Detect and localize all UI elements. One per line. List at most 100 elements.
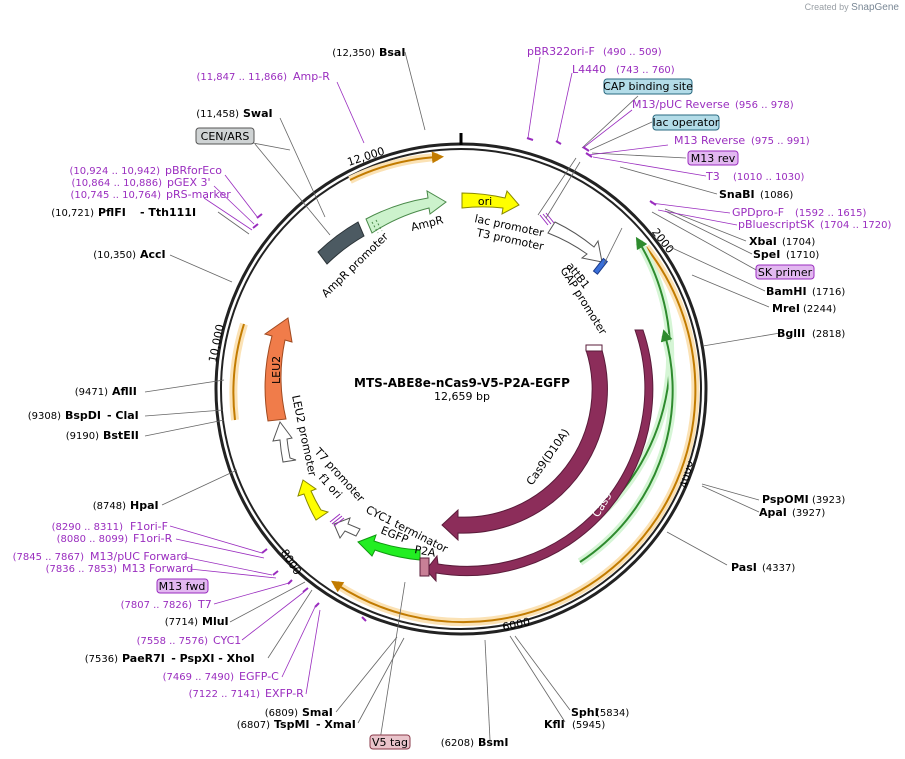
primer-left-3[interactable]: (10,745 .. 10,764)pRS-marker (71, 188, 232, 201)
primer-left-2[interactable]: (10,864 .. 10,886)pGEX 3' (72, 176, 211, 189)
enzyme-coord: (2818) (812, 329, 845, 340)
enzyme-acci[interactable]: (10,350)AccI (93, 248, 165, 261)
enzyme-name: SwaI (243, 107, 273, 120)
ampr-promoter-block (317, 221, 365, 265)
primer-left-6[interactable]: (7845 .. 7867)M13/pUC Forward (13, 550, 188, 563)
enzyme-name: ApaI (759, 506, 787, 519)
enzyme-coord: (9308) (28, 411, 61, 422)
primer-name: T3 (705, 170, 720, 183)
enzyme-bamhi[interactable]: BamHI(1716) (766, 285, 845, 298)
enzyme-bsmi[interactable]: (6208)BsmI (441, 736, 509, 749)
enzyme-smai[interactable]: (6809)SmaI (265, 706, 333, 719)
p2a-block (419, 557, 430, 577)
enzyme-name: BspDI (65, 409, 101, 422)
primer-left-11[interactable]: (7122 .. 7141)EXFP-R (189, 687, 305, 700)
primer-name: T7 (197, 598, 212, 611)
enzyme-name: BglII (777, 327, 805, 340)
primer-coord: (11,847 .. 11,866) (197, 72, 288, 83)
primer-coord: (7807 .. 7826) (121, 600, 193, 611)
enzyme-coord: (5945) (572, 720, 605, 731)
primer-name: EXFP-R (265, 687, 304, 700)
m13-rev-box[interactable]: M13 rev (687, 150, 739, 166)
enzyme-name: AflII (112, 385, 137, 398)
cap-binding-site-box[interactable]: CAP binding site (603, 78, 693, 95)
primer-4[interactable]: T3(1010 .. 1030) (705, 170, 805, 183)
leu2-arrow (263, 317, 293, 422)
enzyme-name: KflI (544, 718, 565, 731)
primer-left-9[interactable]: (7558 .. 7576)CYC1 (137, 634, 242, 647)
sk-primer-label: SK primer (758, 266, 813, 279)
enzyme-name: PaeR7I (122, 652, 165, 665)
orf-green-2-line (579, 329, 674, 563)
egfp-arrow (357, 534, 421, 561)
m13-fwd-box[interactable]: M13 fwd (156, 578, 209, 594)
enzyme-kfli[interactable]: KflI (5945) (544, 718, 605, 731)
cyc1-terminator-arrow (333, 517, 361, 540)
cas9-d10a-start (585, 344, 603, 352)
backbone-inner-ring (220, 148, 702, 630)
primer-coord: (490 .. 509) (603, 47, 662, 58)
primer-name: CYC1 (213, 634, 241, 647)
primer-left-5[interactable]: (8080 .. 8099)F1ori-R (57, 532, 173, 545)
enzyme-bglii[interactable]: BglII (2818) (777, 327, 845, 340)
primer-coord: (8290 .. 8311) (52, 522, 124, 533)
cen-ars-label: CEN/ARS (201, 130, 250, 143)
enzyme-spei[interactable]: SpeI(1710) (753, 248, 819, 261)
primer-left-7[interactable]: (7836 .. 7853)M13 Forward (46, 562, 194, 575)
enzyme-xbai[interactable]: XbaI(1704) (749, 235, 815, 248)
enzyme-pflfi[interactable]: (10,721)PflFI- Tth111I (51, 206, 196, 219)
enzyme-coord: (6809) (265, 708, 298, 719)
enzyme-hpai[interactable]: (8748)HpaI (93, 499, 159, 512)
ampr-label: AmpR (410, 213, 445, 234)
tick-label-3: 8000 (278, 547, 304, 578)
primer-5[interactable]: GPDpro-F(1592 .. 1615) (732, 206, 867, 219)
enzyme-bsteii[interactable]: (9190)BstEII (66, 429, 139, 442)
m13-fwd-label: M13 fwd (159, 580, 206, 593)
enzyme-paer7i[interactable]: (7536)PaeR7I- PspXI - XhoI (85, 652, 255, 665)
primer-3[interactable]: M13 Reverse(975 .. 991) (674, 134, 810, 147)
enzyme-name: PspOMI (762, 493, 809, 506)
primer-coord: (7836 .. 7853) (46, 564, 118, 575)
enzyme-snabi[interactable]: SnaBI(1086) (719, 188, 793, 201)
enzyme-bsai[interactable]: (12,350)BsaI (332, 46, 405, 59)
enzyme-bspdi[interactable]: (9308)BspDI- ClaI (28, 409, 139, 422)
enzyme-swai[interactable]: (11,458)SwaI (196, 107, 272, 120)
enzyme-name: PflFI (98, 206, 126, 219)
primer-left-4[interactable]: (8290 .. 8311) F1ori-F (52, 520, 168, 533)
ori-arrow (461, 189, 520, 215)
cen-ars-box[interactable]: CEN/ARS (195, 127, 255, 145)
primer-markers (252, 137, 657, 622)
lac-operator-box[interactable]: lac operator (652, 114, 720, 131)
primer-name: F1ori-F (130, 520, 168, 533)
primer-coord: (7469 .. 7490) (163, 672, 235, 683)
snapgene-watermark: Created by SnapGene (805, 2, 899, 13)
leu2-promoter-label: LEU2 promoter (289, 394, 319, 478)
primer-left-8[interactable]: (7807 .. 7826) T7 (121, 598, 212, 611)
enzyme-mrei[interactable]: MreI(2244) (772, 302, 836, 315)
primer-name: F1ori-R (133, 532, 173, 545)
primer-6[interactable]: pBluescriptSK(1704 .. 1720) (738, 218, 892, 231)
primer-2[interactable]: M13/pUC Reverse(956 .. 978) (632, 98, 794, 111)
sk-primer-box[interactable]: SK primer (755, 264, 815, 280)
v5-tag-box[interactable]: V5 tag (369, 734, 411, 750)
enzyme-coord: (10,721) (51, 208, 94, 219)
primer-left-10[interactable]: (7469 .. 7490)EGFP-C (163, 670, 280, 683)
enzyme-mlui[interactable]: (7714)MluI (165, 615, 229, 628)
enzyme-coord: (4337) (762, 563, 795, 574)
primer-left-1[interactable]: (10,924 .. 10,942)pBRforEco (70, 164, 223, 177)
enzyme-aflii[interactable]: (9471)AflII (75, 385, 137, 398)
enzyme-apai[interactable]: ApaI(3927) (759, 506, 825, 519)
primer-coord: (10,924 .. 10,942) (70, 166, 161, 177)
enzyme-sphi[interactable]: SphI(5834) (571, 706, 629, 719)
enzyme-coord: (12,350) (332, 48, 375, 59)
enzyme-tspmi[interactable]: (6807)TspMI- XmaI (237, 718, 356, 731)
primer-coord: (10,864 .. 10,886) (72, 178, 163, 189)
primer-1[interactable]: L4440(743 .. 760) (572, 63, 675, 76)
cap-binding-site-label: CAP binding site (603, 80, 693, 93)
enzyme-labels: (12,350)BsaI(11,458)SwaI(10,721)PflFI- T… (28, 46, 846, 749)
enzyme-pasi[interactable]: PasI(4337) (731, 561, 795, 574)
primer-0[interactable]: pBR322ori-F(490 .. 509) (527, 45, 662, 58)
primer-left-0[interactable]: (11,847 .. 11,866)Amp-R (197, 70, 331, 83)
enzyme-pspomi[interactable]: PspOMI(3923) (762, 493, 845, 506)
enzyme-extra: - XmaI (316, 718, 356, 731)
